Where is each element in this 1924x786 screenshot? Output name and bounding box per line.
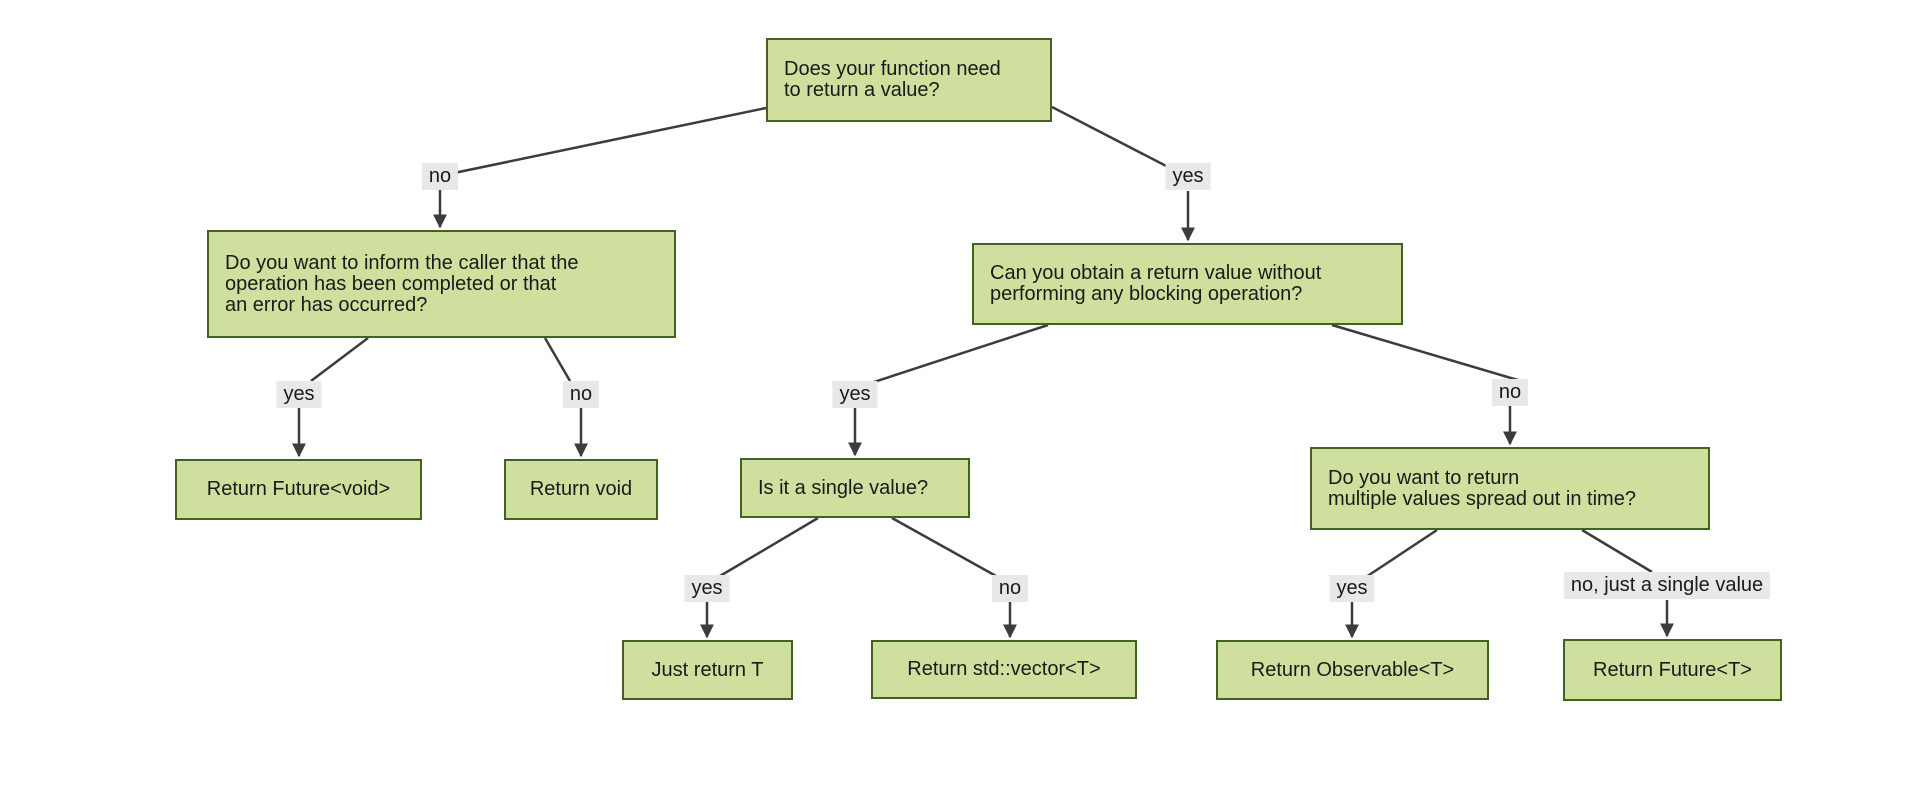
node-return-future-void: Return Future<void> (175, 459, 422, 520)
node-text: Can you obtain a return value without (990, 262, 1322, 284)
node-text: Does your function need (784, 58, 1001, 80)
node-return-std-vector: Return std::vector<T> (871, 640, 1137, 699)
edge-multi-to-no-label (1581, 528, 1653, 574)
edge-root-to-no-label (453, 106, 767, 175)
edge-single-to-yes-label (719, 516, 819, 578)
node-text: Return Future<T> (1593, 658, 1752, 681)
edge-obtain-to-no-label (1331, 323, 1522, 383)
edge-label-root-yes: yes (1165, 163, 1211, 190)
node-text: Return std::vector<T> (907, 658, 1101, 680)
edge-label-inform-no: no (562, 381, 600, 408)
node-text: Return void (529, 478, 633, 500)
node-just-return-t: Just return T (622, 640, 793, 700)
node-text: multiple values spread out in time? (1328, 487, 1636, 510)
node-inform-caller-question: Do you want to inform the caller that th… (207, 230, 676, 338)
edge-inform-to-yes-label (310, 337, 369, 382)
edge-label-root-no: no (421, 163, 459, 190)
node-text: Do you want to return (1328, 466, 1520, 489)
edge-label-inform-yes: yes (276, 381, 322, 408)
edge-single-to-no-label (891, 516, 997, 578)
edge-label-obtain-yes: yes (832, 381, 878, 408)
edge-obtain-to-yes-label (870, 323, 1049, 385)
node-text: Return Future<void> (206, 478, 391, 500)
node-text: operation has been completed or that (225, 272, 557, 295)
edge-label-obtain-no: no (1491, 379, 1529, 406)
edge-label-multi-no: no, just a single value (1563, 572, 1771, 599)
node-text: Is it a single value? (758, 476, 929, 499)
node-multiple-values-question: Do you want to return multiple values sp… (1310, 447, 1710, 530)
node-text: to return a value? (784, 79, 940, 101)
edge-inform-to-no-label (543, 337, 572, 382)
edge-label-single-no: no (991, 575, 1029, 602)
node-return-future-t: Return Future<T> (1563, 639, 1782, 701)
edge-multi-to-yes-label (1365, 528, 1438, 579)
node-root-question: Does your function need to return a valu… (766, 38, 1052, 122)
node-single-value-question: Is it a single value? (740, 458, 970, 518)
node-return-void: Return void (504, 459, 658, 520)
edge-root-to-yes-label (1051, 105, 1173, 171)
node-obtain-without-blocking-question: Can you obtain a return value without pe… (972, 243, 1403, 325)
node-text: performing any blocking operation? (990, 283, 1303, 305)
edge-label-multi-yes: yes (1329, 575, 1375, 602)
node-return-observable: Return Observable<T> (1216, 640, 1489, 700)
node-text: Return Observable<T> (1250, 658, 1455, 681)
node-text: an error has occurred? (225, 293, 428, 316)
edge-label-single-yes: yes (684, 575, 730, 602)
node-text: Do you want to inform the caller that th… (225, 251, 579, 274)
node-text: Just return T (651, 658, 764, 681)
